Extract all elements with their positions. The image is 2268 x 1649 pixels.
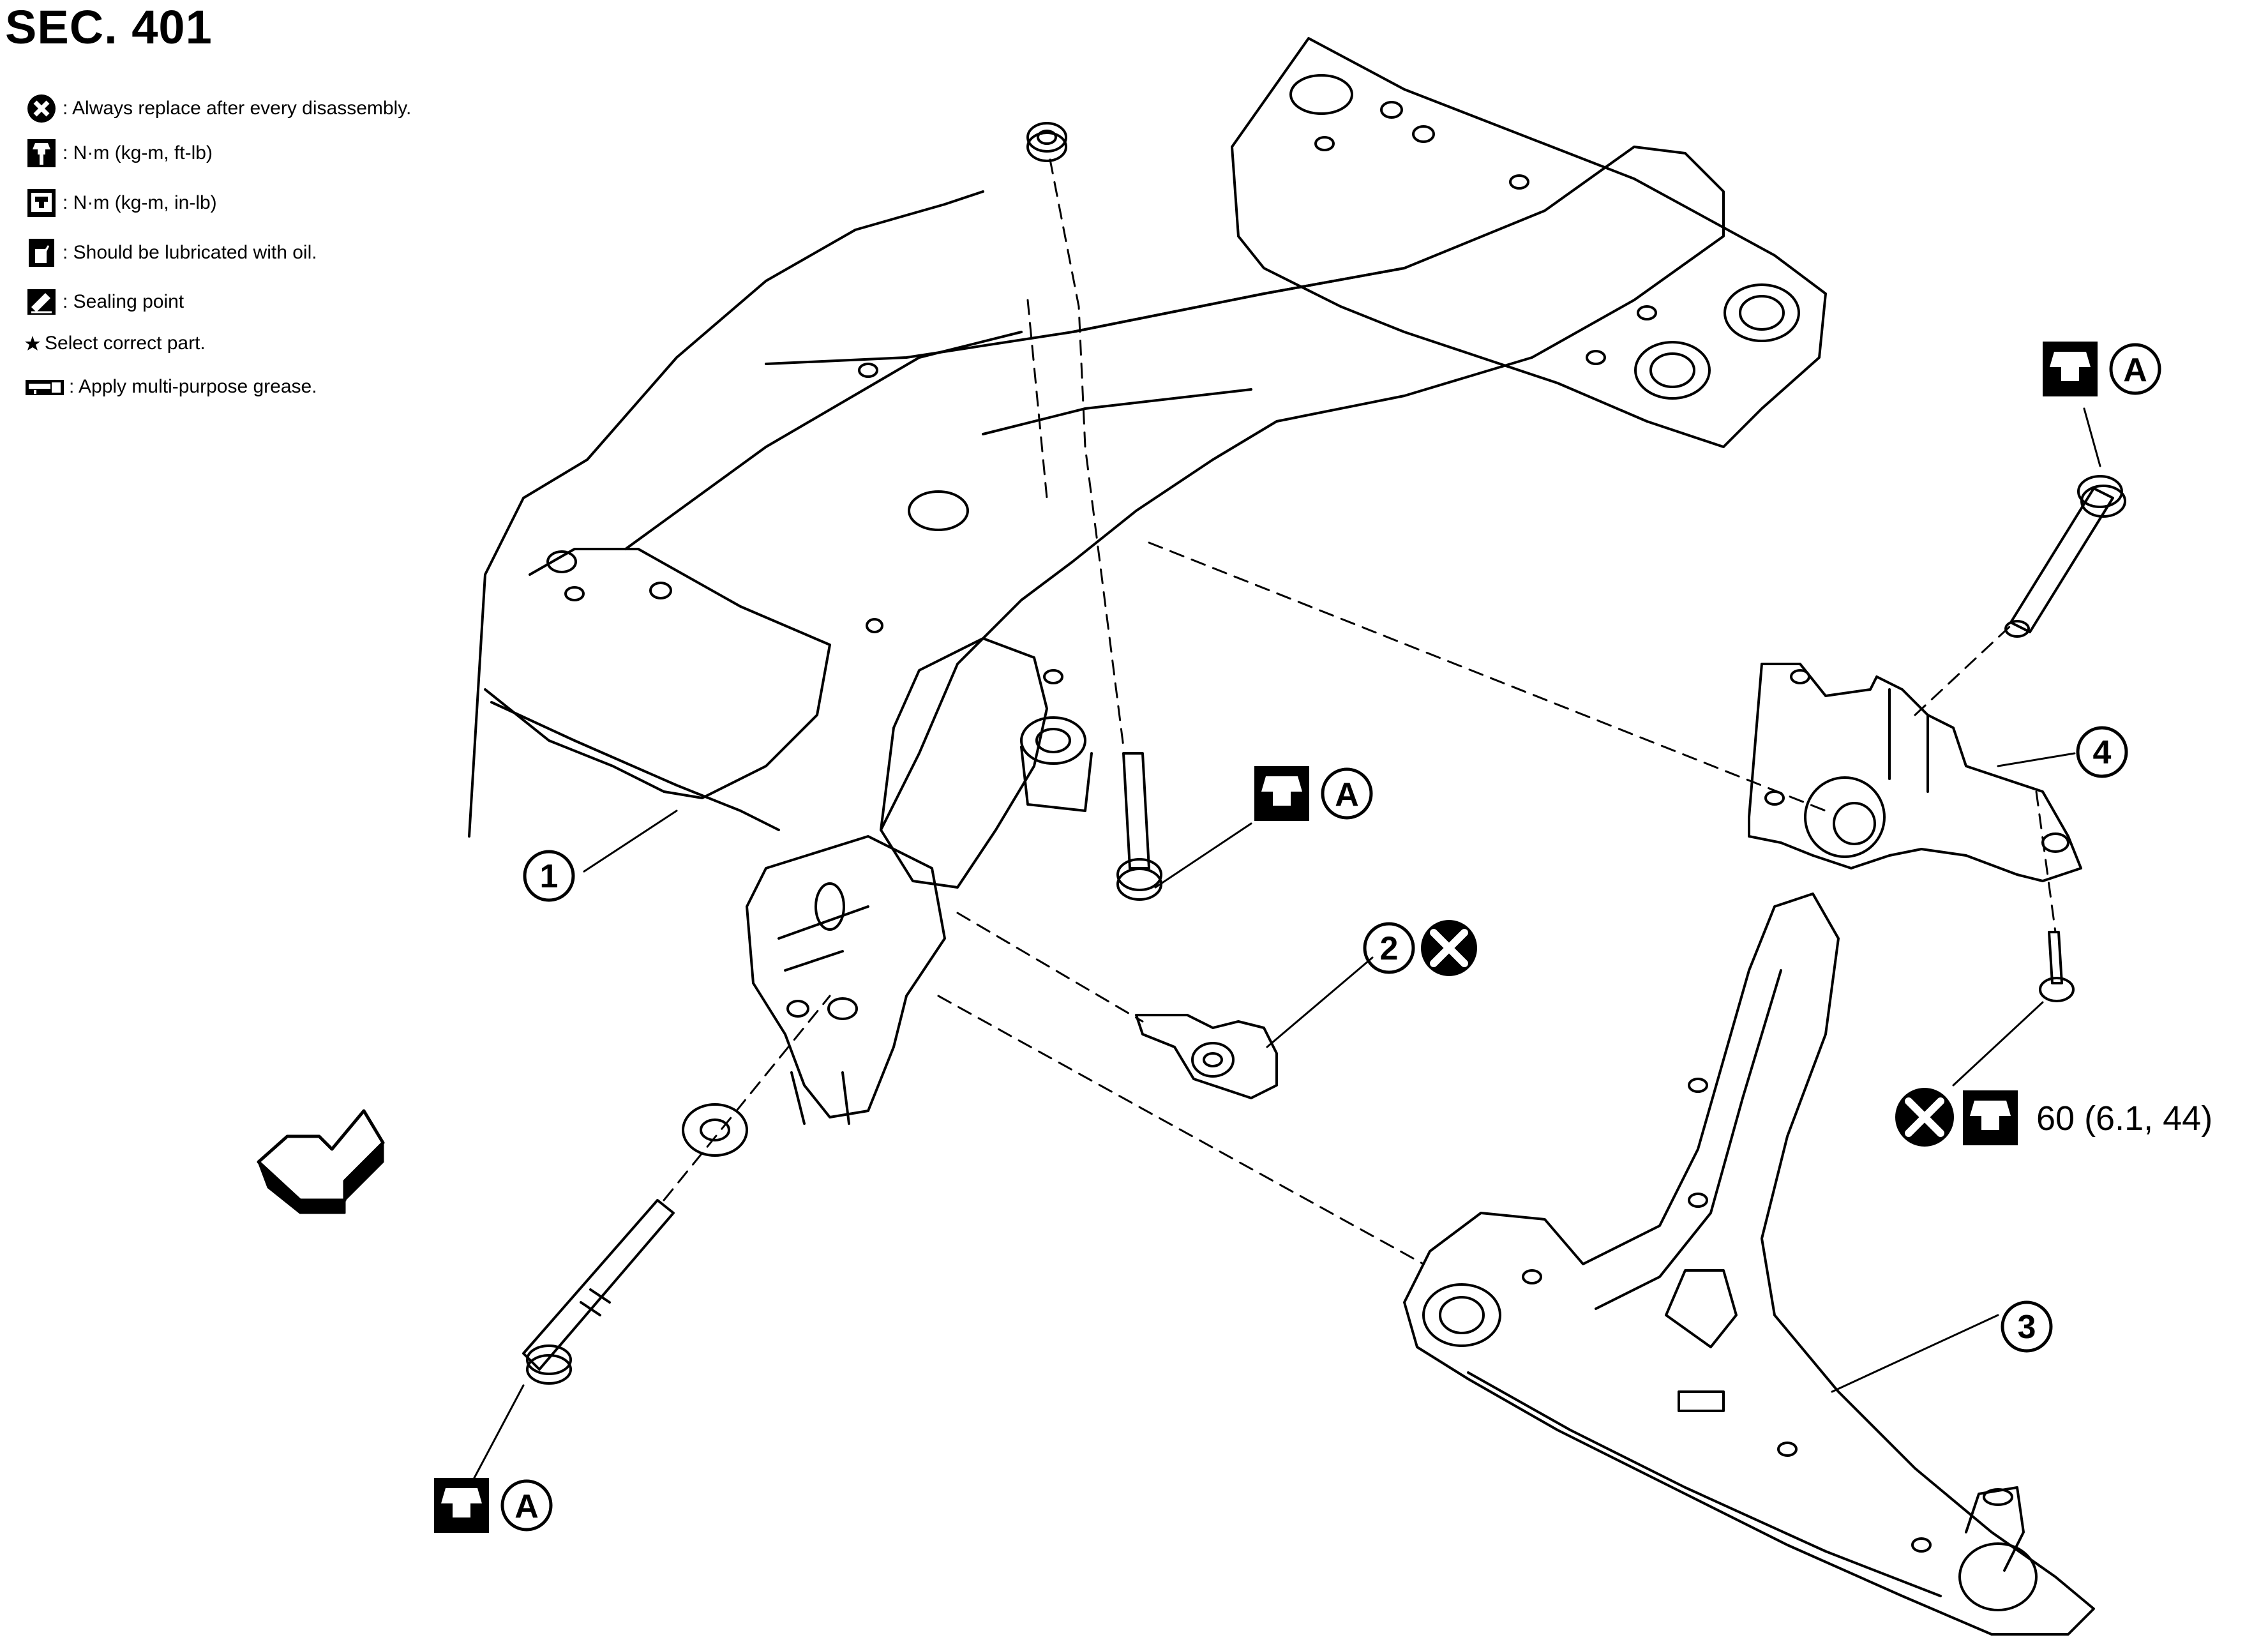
crossmember-beam	[765, 146, 1725, 831]
callout-1: 1	[523, 850, 575, 902]
legend-item-grease: : Apply multi-purpose grease.	[24, 368, 317, 406]
stabilizer-link-bracket	[1135, 1014, 1278, 1099]
torque-ref-front-bolt: A	[434, 1478, 553, 1533]
lower-control-arm	[1403, 892, 2095, 1636]
legend-text: : N·m (kg-m, in-lb)	[63, 192, 217, 213]
legend-text: : Sealing point	[63, 291, 184, 312]
front-washer	[682, 1103, 748, 1157]
rear-bushing-bracket	[1748, 663, 2082, 882]
torque-ref-rear-bolt: A	[2043, 342, 2161, 396]
legend-item-sealing: : Sealing point	[24, 283, 184, 321]
leader-lines	[468, 407, 2101, 1489]
crossmember-front-bracket	[746, 637, 1093, 1125]
replace-x-icon	[1895, 1088, 1954, 1147]
front-direction-arrow-icon	[257, 1109, 385, 1214]
crossmember-rear-plate	[1231, 37, 1827, 448]
replace-x-icon	[24, 91, 59, 126]
vertical-bolt	[1116, 752, 1162, 901]
crossmember-body	[468, 190, 1063, 838]
torque-ref-vertical-bolt: A	[1254, 766, 1373, 821]
legend-item-torque-inlb: : N·m (kg-m, in-lb)	[24, 184, 217, 222]
alignment-lines	[663, 158, 2057, 1265]
torque-wrench-inlb-icon	[24, 186, 59, 220]
legend-text: : Apply multi-purpose grease.	[69, 376, 317, 397]
callout-4: 4	[2076, 726, 2128, 778]
torque-ref-label: A	[514, 1488, 539, 1525]
legend-item-torque-ftlb: : N·m (kg-m, ft-lb)	[24, 134, 213, 172]
torque-wrench-ftlb-icon	[24, 136, 59, 170]
legend-text: : Always replace after every disassembly…	[63, 98, 412, 119]
replace-x-icon	[1421, 920, 1477, 976]
legend-text: : Should be lubricated with oil.	[63, 242, 317, 263]
sealing-point-icon	[24, 285, 59, 319]
torque-ref-label: A	[2123, 352, 2147, 389]
rear-bolt	[2004, 475, 2126, 638]
torque-ref-label: A	[1335, 776, 1359, 813]
legend-item-replace: : Always replace after every disassembly…	[24, 89, 411, 128]
grease-icon	[24, 370, 65, 404]
callout-3: 3	[2001, 1300, 2053, 1353]
front-bolt	[522, 1199, 675, 1385]
top-nut	[1026, 122, 1067, 162]
section-title: SEC. 401	[5, 1, 213, 54]
legend-item-star: Select correct part.	[24, 324, 206, 363]
legend-text: Select correct part.	[45, 333, 206, 354]
legend-text: : N·m (kg-m, ft-lb)	[63, 142, 213, 163]
callout-4-label: 4	[2093, 734, 2112, 771]
callout-3-label: 3	[2018, 1309, 2036, 1346]
callout-2: 2	[1363, 922, 1415, 974]
torque-spec-rear-small-bolt: 60 (6.1, 44)	[1895, 1088, 2212, 1147]
rear-small-bolt	[2039, 931, 2075, 1002]
callout-1-label: 1	[540, 858, 559, 895]
callout-2-label: 2	[1380, 930, 1399, 967]
oil-can-icon	[24, 236, 59, 270]
legend-item-oil: : Should be lubricated with oil.	[24, 234, 317, 272]
torque-value: 60 (6.1, 44)	[2036, 1099, 2212, 1138]
star-icon	[24, 326, 41, 361]
